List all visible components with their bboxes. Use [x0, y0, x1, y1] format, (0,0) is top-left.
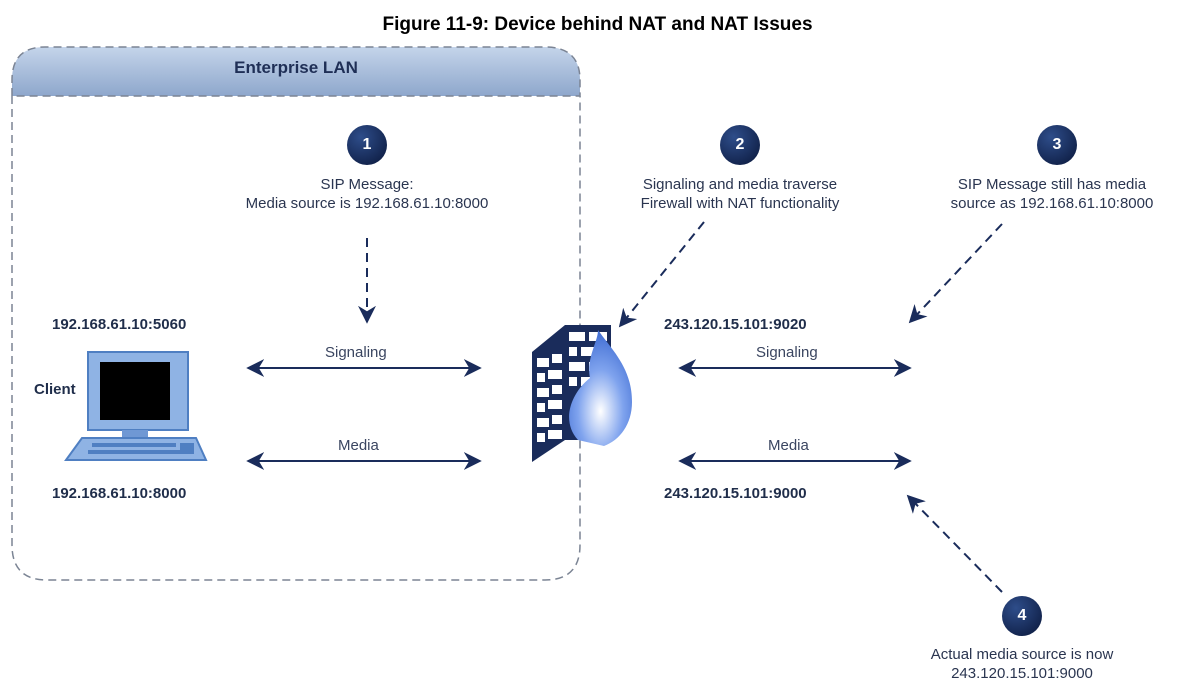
step1-badge: [347, 125, 387, 165]
step2-number: 2: [735, 136, 745, 153]
step3-badge: [1037, 125, 1077, 165]
client-media-address: 192.168.61.10:8000: [52, 485, 187, 502]
right-media-label: Media: [768, 437, 809, 454]
left-signaling-label: Signaling: [325, 344, 387, 361]
step1-number: 1: [362, 136, 372, 153]
public-signaling-address: 243.120.15.101:9020: [664, 316, 807, 333]
step3-text: SIP Message still has media source as 19…: [917, 175, 1187, 213]
step1-text: SIP Message: Media source is 192.168.61.…: [207, 175, 527, 213]
step2-pointer-arrow: [618, 221, 705, 328]
enterprise-lan-title: Enterprise LAN: [234, 58, 358, 77]
step4-text: Actual media source is now 243.120.15.10…: [887, 645, 1157, 683]
firewall-icon: [532, 325, 632, 462]
step3-number: 3: [1052, 136, 1062, 153]
client-signaling-address: 192.168.61.10:5060: [52, 316, 187, 333]
enterprise-lan-region: [11, 46, 581, 581]
step4-number: 4: [1017, 607, 1027, 624]
step3-line1: SIP Message still has media: [957, 176, 1147, 193]
step4-line2: 243.120.15.101:9000: [951, 665, 1093, 682]
figure-title: Figure 11-9: Device behind NAT and NAT I…: [382, 14, 813, 35]
right-signaling-label: Signaling: [756, 344, 818, 361]
step4-line1: Actual media source is now: [930, 646, 1114, 663]
step2-badge: [720, 125, 760, 165]
step3-pointer-arrow: [908, 223, 1003, 324]
computer-icon: [64, 351, 208, 461]
step4-pointer-arrow: [906, 494, 1003, 593]
step2-text: Signaling and media traverse Firewall wi…: [590, 175, 890, 213]
step1-line2: Media source is 192.168.61.10:8000: [245, 195, 489, 212]
step3-line2: source as 192.168.61.10:8000: [950, 195, 1154, 212]
public-media-address: 243.120.15.101:9000: [664, 485, 807, 502]
client-label: Client: [34, 381, 76, 398]
step1-line1: SIP Message:: [320, 176, 414, 193]
step2-line2: Firewall with NAT functionality: [640, 195, 840, 212]
left-media-label: Media: [338, 437, 379, 454]
step4-badge: [1002, 596, 1042, 636]
step2-line1: Signaling and media traverse: [642, 176, 838, 193]
